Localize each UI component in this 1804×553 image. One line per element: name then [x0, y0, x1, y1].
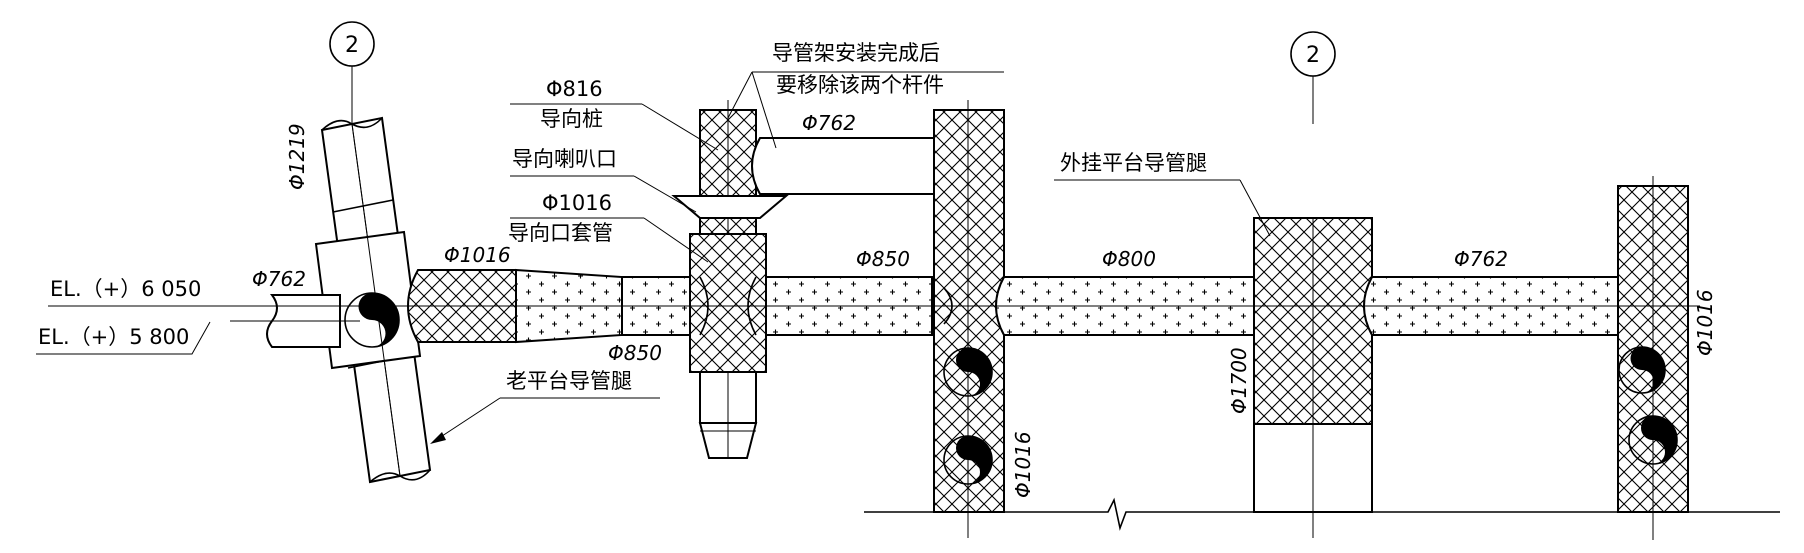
label-guide-pile: Φ816 导向桩	[510, 77, 719, 151]
label-guide-sleeve-text: 导向口套管	[508, 221, 613, 245]
dim-phi1016-mid: Φ1016	[1011, 431, 1035, 498]
ground-line	[864, 497, 1780, 531]
dim-phi1700: Φ1700	[1227, 347, 1251, 414]
label-guide-pile-text: 导向桩	[540, 107, 603, 131]
elevation-labels: EL.（+）6 050 EL.（+）5 800	[36, 277, 272, 355]
label-external-leg: 外挂平台导管腿	[1054, 151, 1271, 237]
label-guide-bell: 导向喇叭口	[510, 147, 697, 213]
label-external-leg-text: 外挂平台导管腿	[1060, 151, 1207, 175]
intersection-symbol-2	[943, 347, 993, 397]
dim-phi762-right: Φ762	[1454, 247, 1508, 271]
section-marker-left: 2	[329, 21, 375, 124]
dim-phi762-top: Φ762	[802, 111, 856, 135]
guide-bell	[671, 195, 789, 219]
label-guide-sleeve: Φ1016 导向口套管	[508, 191, 709, 263]
dim-phi1016-cone: Φ1016	[444, 243, 511, 267]
label-old-leg: 老平台导管腿	[430, 369, 660, 444]
dim-phi850-low: Φ850	[608, 341, 662, 365]
intersection-symbol-3	[943, 435, 993, 485]
dim-phi850-mid: Φ850	[856, 247, 910, 271]
middle-leg	[933, 100, 1005, 538]
dim-phi1016-right: Φ1016	[1693, 289, 1717, 356]
small-branch-pipe	[230, 294, 360, 348]
dim-phi762-left: Φ762	[252, 267, 306, 291]
label-phi816: Φ816	[546, 77, 603, 101]
external-leg	[1253, 217, 1373, 538]
label-guide-bell-text: 导向喇叭口	[512, 147, 617, 171]
label-phi1016-sleeve: Φ1016	[542, 191, 612, 215]
remove-note-line2: 要移除该两个杆件	[776, 73, 944, 97]
dim-phi800: Φ800	[1102, 247, 1156, 271]
section-marker-left-text: 2	[345, 33, 359, 58]
dimension-labels: Φ1219 Φ762 Φ1016 Φ850 Φ762 Φ850 Φ800 Φ76…	[252, 111, 1717, 498]
section-marker-right-text: 2	[1306, 43, 1320, 68]
removable-member	[751, 137, 946, 195]
dim-phi1219: Φ1219	[285, 123, 309, 190]
section-marker-right: 2	[1290, 31, 1336, 124]
guide-sleeve	[689, 233, 767, 373]
elevation-lower: EL.（+）5 800	[38, 325, 189, 349]
elevation-upper: EL.（+）6 050	[50, 277, 201, 301]
intersection-symbol-4	[1618, 346, 1666, 394]
intersection-symbol-5	[1628, 415, 1678, 465]
remove-note-line1: 导管架安装完成后	[772, 41, 940, 65]
remove-note: 导管架安装完成后 要移除该两个杆件	[727, 41, 1004, 149]
label-old-leg-text: 老平台导管腿	[506, 369, 632, 393]
